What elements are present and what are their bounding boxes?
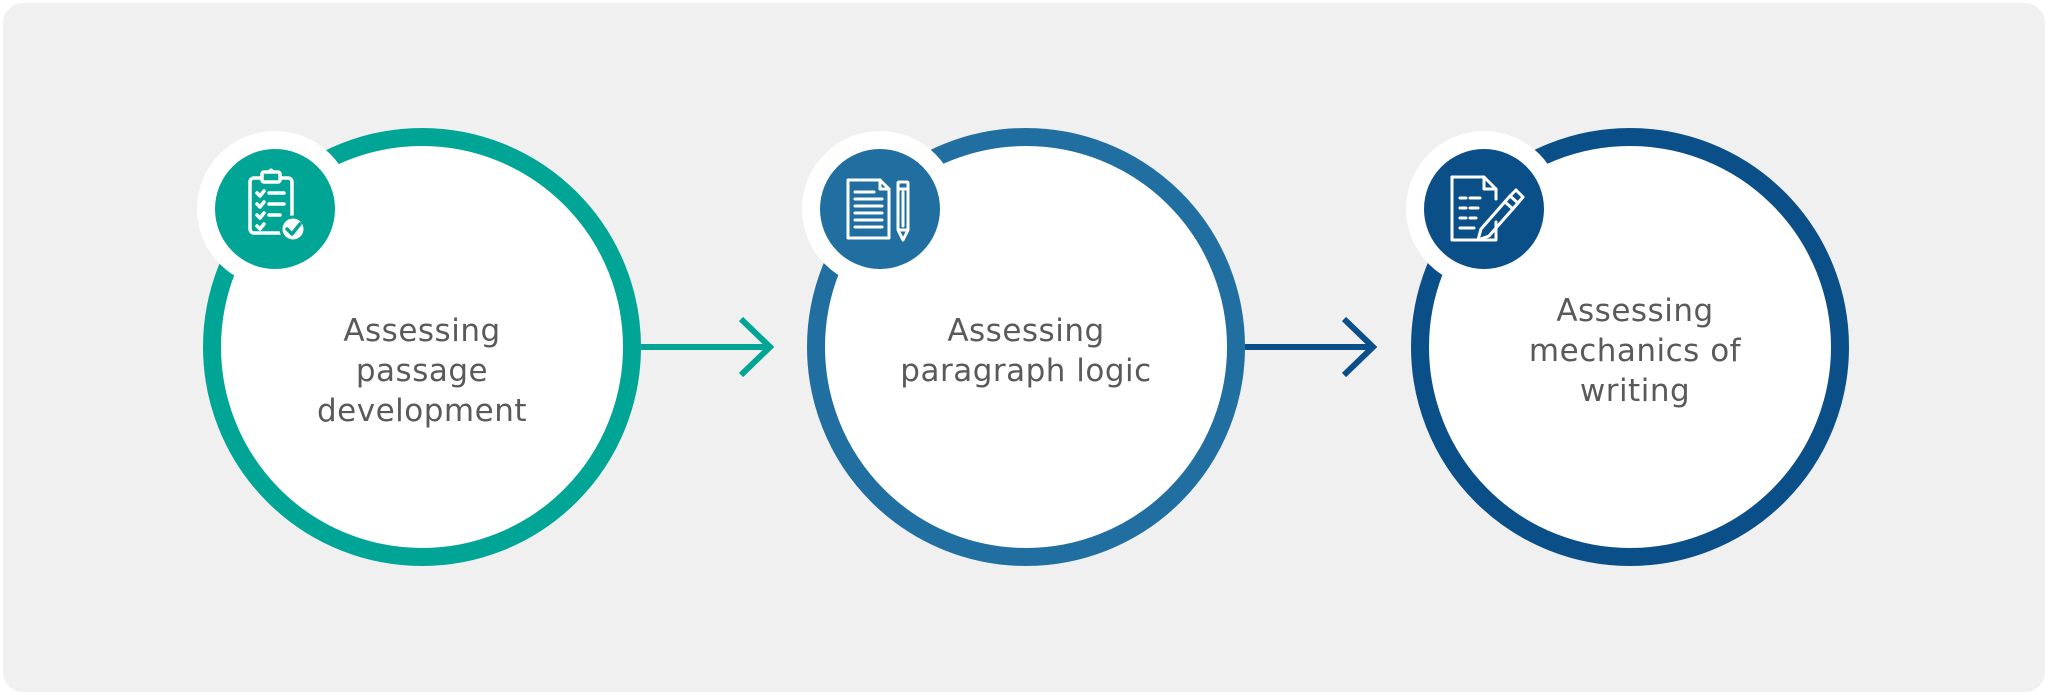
connector-arrow-1: [640, 316, 775, 378]
arrow-head: [738, 316, 775, 378]
step-1-label: Assessing passage development: [272, 311, 572, 431]
step-2-label: Assessing paragraph logic: [876, 311, 1176, 391]
step-3-icon-badge: [1424, 149, 1544, 269]
step-3-label-line-1: Assessing: [1556, 293, 1714, 329]
step-2-label-line-1: Assessing: [947, 313, 1105, 349]
step-1-label-line-2: passage: [355, 353, 489, 389]
arrow-head: [1341, 316, 1378, 378]
clipboard-checklist-icon: [248, 168, 307, 243]
document-edit-icon: [1450, 175, 1525, 242]
step-3-label: Assessing mechanics of writing: [1485, 291, 1785, 411]
step-1: [197, 128, 641, 566]
connector-arrow-2: [1245, 316, 1378, 378]
step-2: [802, 128, 1245, 566]
step-2-icon-badge: [820, 149, 940, 269]
step-1-label-line-1: Assessing: [343, 313, 501, 349]
step-3-label-line-2: mechanics of: [1528, 333, 1742, 369]
step-2-label-line-2: paragraph logic: [900, 353, 1152, 389]
step-3-label-line-3: writing: [1579, 373, 1691, 409]
step-1-label-line-3: development: [317, 393, 527, 429]
document-pencil-icon: [846, 178, 910, 242]
step-3: [1406, 128, 1849, 566]
step-1-icon-badge: [215, 149, 335, 269]
